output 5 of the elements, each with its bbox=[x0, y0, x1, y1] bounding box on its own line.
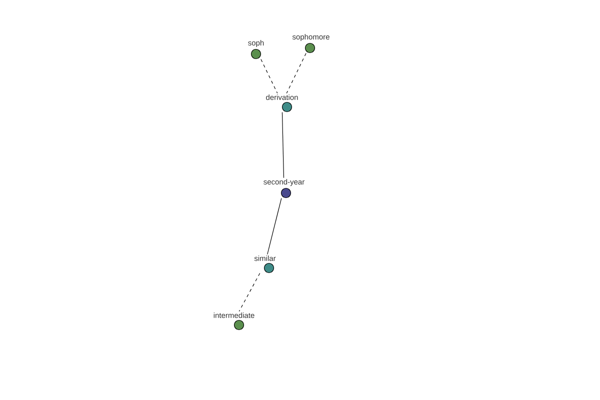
connector-line bbox=[260, 58, 278, 94]
connector-line bbox=[238, 272, 260, 312]
connector-line bbox=[286, 52, 306, 94]
connector-line bbox=[267, 198, 282, 255]
connector-line bbox=[282, 112, 284, 178]
